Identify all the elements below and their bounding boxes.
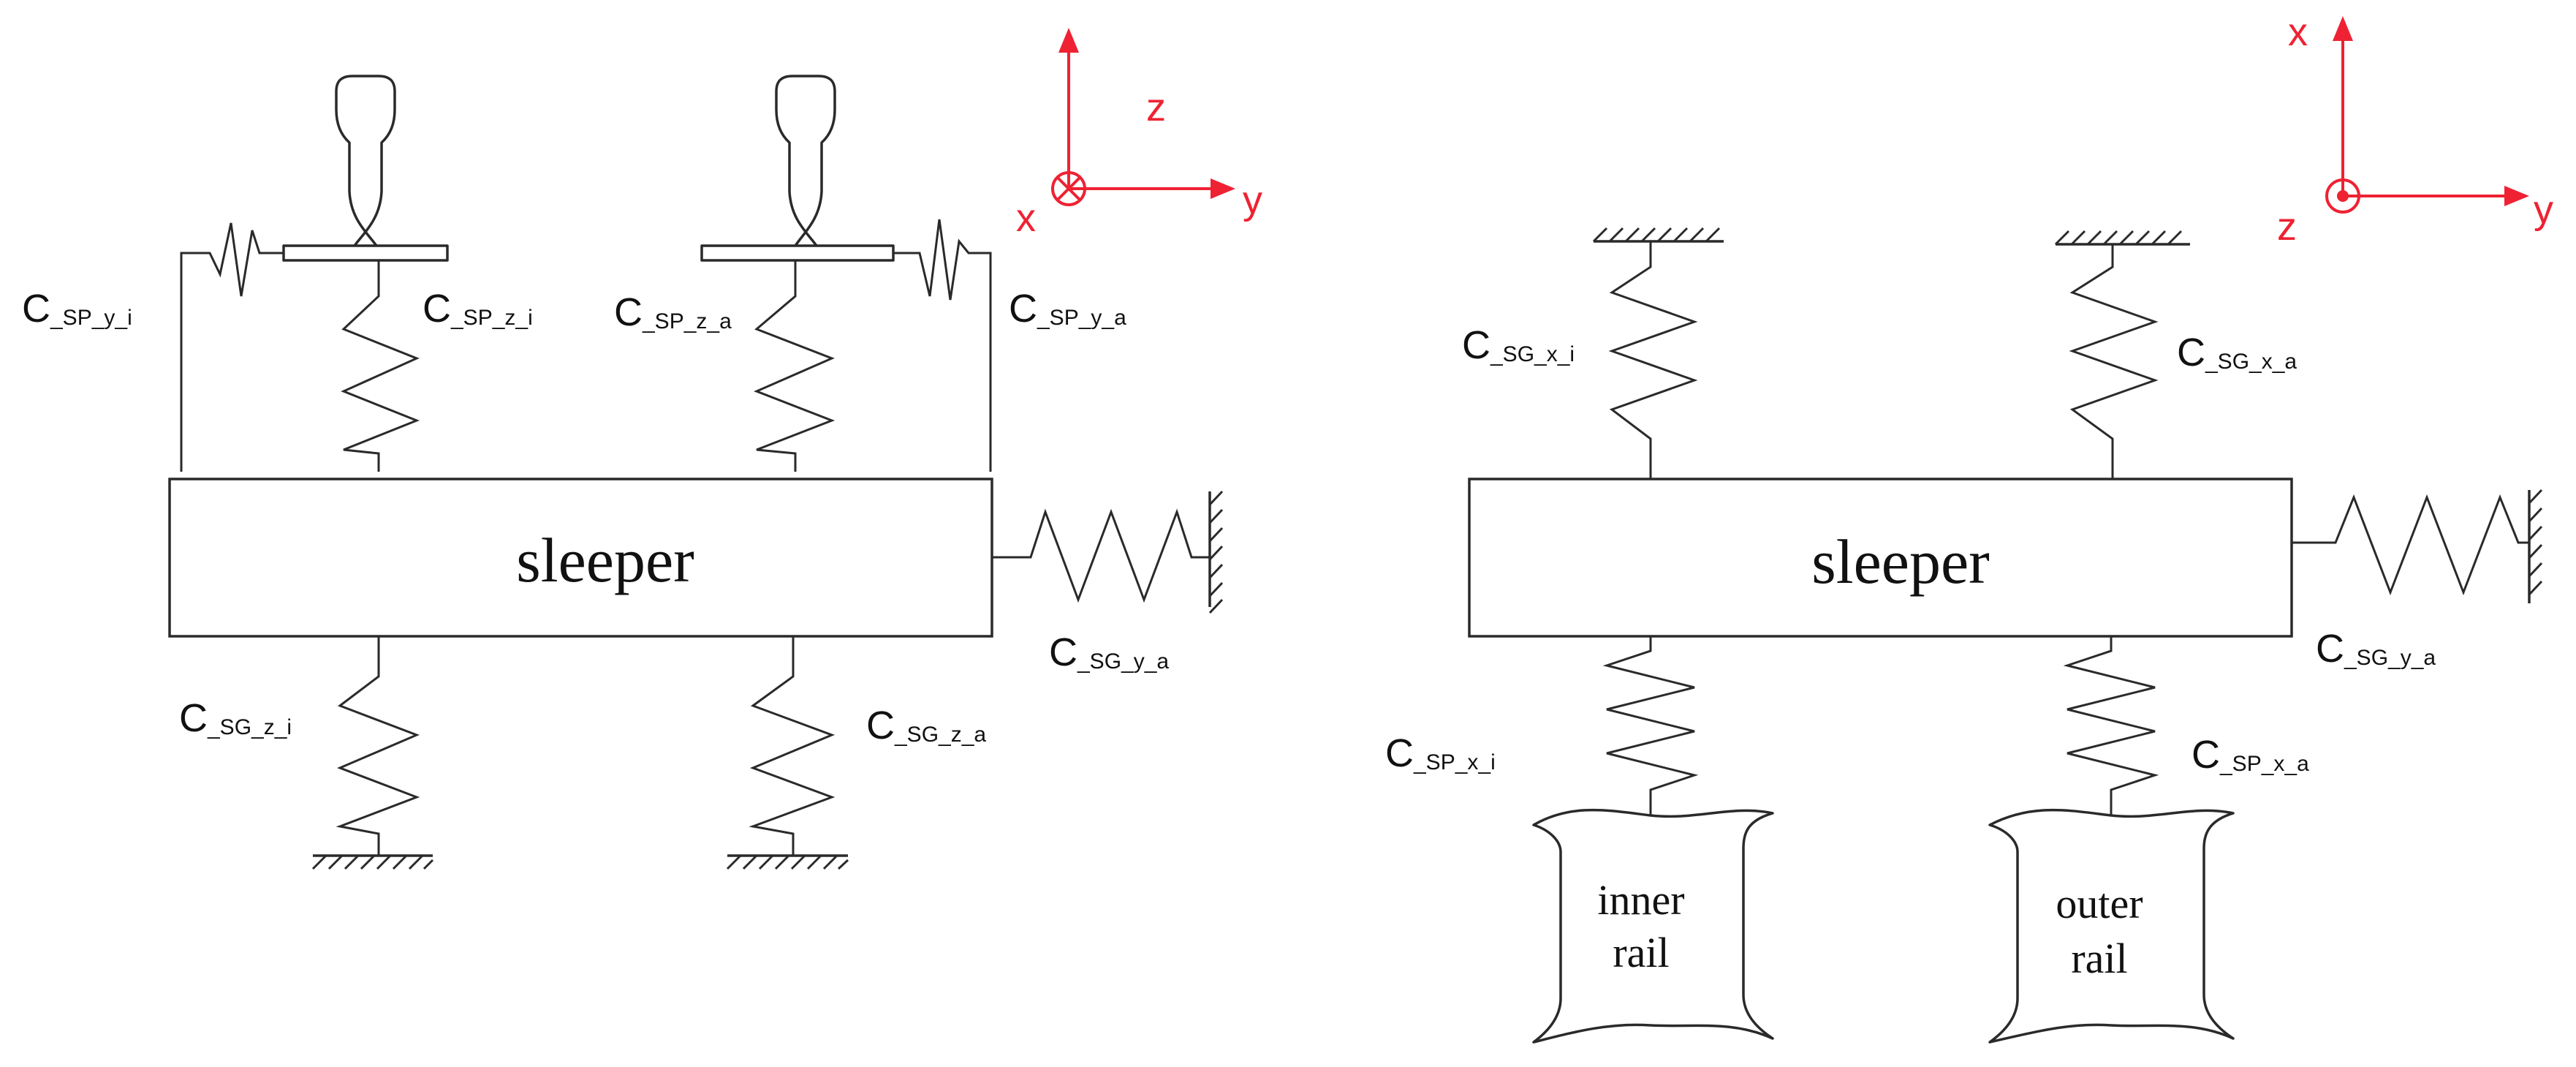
right-axis-right-arrowhead xyxy=(2504,186,2529,206)
right-inner-rail-section xyxy=(1532,808,1774,1044)
left-axis-right-label: y xyxy=(1243,178,1262,222)
label-right-sp-x-i: C_SP_x_i xyxy=(1385,731,1496,775)
left-ground-hatch-a xyxy=(726,854,849,870)
svg-text:C_SP_z_i: C_SP_z_i xyxy=(423,287,533,331)
left-spring-sg-y-a xyxy=(992,508,1210,603)
left-diagram: sleeper C_SP_y_i C_SP_z_i C_SP_z_a C_SP_… xyxy=(22,28,1262,870)
label-left-sg-z-i: C_SG_z_i xyxy=(179,696,292,740)
right-sleeper-label: sleeper xyxy=(1811,527,1990,597)
svg-text:C_SP_x_i: C_SP_x_i xyxy=(1385,731,1496,775)
right-spring-sp-x-i xyxy=(1602,636,1699,815)
svg-text:C_SG_x_i: C_SG_x_i xyxy=(1462,323,1575,367)
right-axes: x y z xyxy=(2277,10,2553,249)
right-axis-out-label: z xyxy=(2277,205,2297,249)
left-axis-up-label: z xyxy=(1146,86,1166,129)
label-right-sg-x-i: C_SG_x_i xyxy=(1462,323,1575,367)
label-left-sg-y-a: C_SG_y_a xyxy=(1049,630,1169,674)
right-axis-up-label: x xyxy=(2288,10,2308,54)
right-spring-sp-x-a xyxy=(2063,636,2159,815)
left-spring-sp-z-a xyxy=(754,260,836,472)
left-spring-sp-z-i xyxy=(341,260,420,472)
left-axis-into-circle xyxy=(1051,171,1086,206)
right-spring-sg-x-i xyxy=(1608,241,1698,479)
svg-text:C_SP_y_a: C_SP_y_a xyxy=(1009,287,1126,331)
right-spring-sg-x-a xyxy=(2069,244,2159,479)
svg-text:C_SG_y_a: C_SG_y_a xyxy=(1049,630,1169,674)
left-sleeper-box xyxy=(168,478,993,638)
right-sleeper-box xyxy=(1468,478,2293,638)
left-axis-into-cross xyxy=(1056,176,1081,201)
left-axis-up-arrowhead xyxy=(1058,28,1079,53)
label-left-sg-z-a: C_SG_z_a xyxy=(866,704,986,747)
svg-text:C_SP_z_a: C_SP_z_a xyxy=(614,290,732,334)
left-spring-sp-y-a xyxy=(893,219,992,472)
right-ground-top-hatch-i xyxy=(1592,227,1721,243)
svg-text:C_SG_z_a: C_SG_z_a xyxy=(866,704,986,747)
left-inner-rail-profile xyxy=(282,75,449,262)
left-spring-sg-z-i xyxy=(336,636,420,856)
svg-text:C_SP_y_i: C_SP_y_i xyxy=(22,287,132,331)
label-left-sp-y-a: C_SP_y_a xyxy=(1009,287,1126,331)
left-axis-out-label: x xyxy=(1016,196,1036,240)
outer-rail-label-line1: outer xyxy=(2056,880,2143,927)
left-outer-rail-profile xyxy=(700,75,895,262)
right-spring-sg-y-a xyxy=(2292,494,2529,596)
left-ground-hatch-i xyxy=(311,854,434,870)
outer-rail-label-line2: rail xyxy=(2071,935,2127,982)
left-spring-sg-z-a xyxy=(749,636,836,856)
left-axes: z y x xyxy=(1016,28,1262,240)
label-right-sg-y-a: C_SG_y_a xyxy=(2316,627,2436,671)
right-axis-out-circle xyxy=(2325,178,2360,214)
left-wall-hatch xyxy=(1208,490,1224,614)
right-axis-right-label: y xyxy=(2534,188,2553,232)
inner-rail-label-line1: inner xyxy=(1597,876,1684,924)
svg-text:C_SG_z_i: C_SG_z_i xyxy=(179,696,292,740)
svg-text:C_SG_y_a: C_SG_y_a xyxy=(2316,627,2436,671)
inner-rail-label-line2: rail xyxy=(1613,929,1669,976)
label-left-sp-z-a: C_SP_z_a xyxy=(614,290,732,334)
left-sleeper-label: sleeper xyxy=(516,525,694,595)
label-left-sp-z-i: C_SP_z_i xyxy=(423,287,533,331)
right-diagram: sleeper inner rail outer rail C_SG_x_i C… xyxy=(1385,10,2553,1044)
svg-text:C_SG_x_a: C_SG_x_a xyxy=(2177,331,2297,374)
right-axis-up-arrowhead xyxy=(2333,16,2353,41)
right-axis-out-dot xyxy=(2337,190,2349,202)
right-ground-top-hatch-a xyxy=(2054,230,2183,246)
right-wall-hatch xyxy=(2528,489,2543,596)
left-spring-sp-y-i xyxy=(180,222,284,472)
label-right-sg-x-a: C_SG_x_a xyxy=(2177,331,2297,374)
label-right-sp-x-a: C_SP_x_a xyxy=(2192,733,2309,777)
right-outer-rail-section xyxy=(1988,808,2235,1044)
svg-text:C_SP_x_a: C_SP_x_a xyxy=(2192,733,2309,777)
left-axis-right-arrowhead xyxy=(1211,178,1235,199)
label-left-sp-y-i: C_SP_y_i xyxy=(22,287,132,331)
